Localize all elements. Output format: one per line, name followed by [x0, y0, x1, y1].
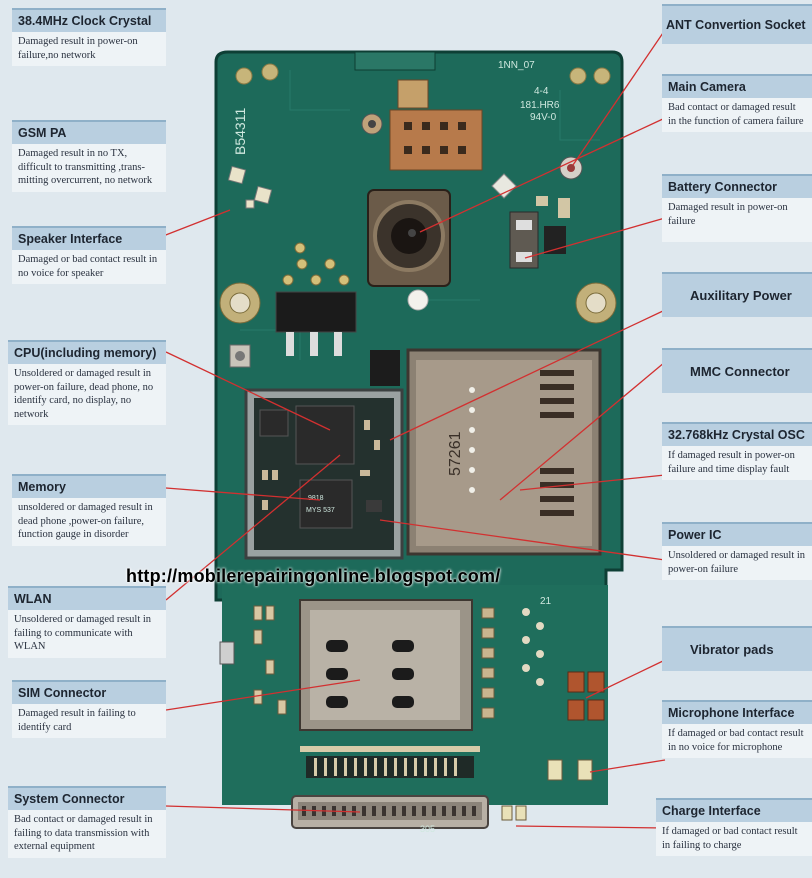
label-desc: Damaged result in no TX, difficult to tr… [12, 144, 166, 192]
leader-line-speaker [157, 209, 231, 239]
label-desc: Bad contact or damaged result in failing… [8, 810, 166, 858]
label-title: CPU(including memory) [8, 340, 166, 364]
label-title: System Connector [8, 786, 166, 810]
chip-text-1: 9818 [308, 495, 324, 502]
label-title: Vibrator pads [662, 626, 812, 671]
leader-line-battery [524, 217, 666, 259]
label-power-ic: Power IC Unsoldered or damaged result in… [662, 522, 812, 580]
label-gsm-pa: GSM PA Damaged result in no TX, difficul… [12, 120, 166, 192]
label-title: Charge Interface [656, 798, 812, 822]
label-title: 38.4MHz Clock Crystal [12, 8, 166, 32]
mmc-text: 57261 [447, 431, 464, 476]
label-aux-power: Auxilitary Power [662, 272, 812, 317]
mic-pads [547, 759, 593, 781]
label-battery-connector: Battery Connector Damaged result in powe… [662, 174, 812, 242]
speaker-copper-block [389, 109, 483, 171]
vibrator-pads [567, 671, 605, 721]
label-title: WLAN [8, 586, 166, 610]
label-title: SIM Connector [12, 680, 166, 704]
leader-line-memory [165, 487, 321, 501]
label-desc: Unsoldered or damaged result in power-on… [8, 364, 166, 425]
top-strip [354, 51, 436, 71]
label-wlan: WLAN Unsoldered or damaged result in fai… [8, 586, 166, 658]
label-ant-socket: ANT Convertion Socket [662, 4, 812, 44]
label-desc: Bad contact or damaged result in the fun… [662, 98, 812, 132]
side-holes [219, 282, 617, 324]
speaker-connector [275, 291, 357, 333]
label-desc: Unsoldered or damaged result in power-on… [662, 546, 812, 580]
label-system-connector: System Connector Bad contact or damaged … [8, 786, 166, 858]
leader-line-wlan [165, 454, 341, 601]
leader-line-vibrator [585, 659, 666, 699]
leader-line-system [165, 805, 361, 813]
leader-line-mic [589, 759, 666, 773]
label-desc: If damaged or bad contact result in fail… [656, 822, 812, 856]
board-code-text: 1NN_07 [498, 60, 535, 71]
label-main-camera: Main Camera Bad contact or damaged resul… [662, 74, 812, 132]
leader-line-powerIC [379, 519, 666, 561]
label-crystal-osc: 32.768kHz Crystal OSC If damaged result … [662, 422, 812, 480]
label-title: Power IC [662, 522, 812, 546]
label-charge-interface: Charge Interface If damaged or bad conta… [656, 798, 812, 856]
label-title: GSM PA [12, 120, 166, 144]
charge-pads [501, 805, 527, 821]
label-desc: Damaged result in power-on failure [662, 198, 812, 242]
label-title: Microphone Interface [662, 700, 812, 724]
label-title: MMC Connector [662, 348, 812, 393]
label-title: ANT Convertion Socket [662, 4, 812, 44]
mount-holes [235, 63, 611, 85]
label-mmc-connector: MMC Connector [662, 348, 812, 393]
label-desc: unsoldered or damaged result in dead pho… [12, 498, 166, 546]
leader-line-osc [519, 474, 666, 491]
label-desc: Damaged result in failing to identify ca… [12, 704, 166, 738]
connector-text: 305 [420, 824, 435, 834]
label-title: Auxilitary Power [662, 272, 812, 317]
leader-line-camera [419, 117, 666, 233]
label-desc: If damaged or bad contact result in no v… [662, 724, 812, 758]
label-title: Main Camera [662, 74, 812, 98]
leader-lines [157, 29, 666, 829]
label-title: Speaker Interface [12, 226, 166, 250]
label-sim-connector: SIM Connector Damaged result in failing … [12, 680, 166, 738]
chip-text-2: MYS 537 [306, 507, 335, 514]
label-title: Memory [12, 474, 166, 498]
label-desc: Damaged or bad contact result in no voic… [12, 250, 166, 284]
board-rating-text: 94V-0 [530, 112, 557, 123]
pin-num-text: 21 [540, 596, 552, 607]
board-part-text: B54311 [232, 108, 248, 155]
board-ul-text: 181.HR6 [520, 100, 560, 111]
label-desc: Damaged result in power-on failure,no ne… [12, 32, 166, 66]
label-vibrator-pads: Vibrator pads [662, 626, 812, 671]
label-desc: Unsoldered or damaged result in failing … [8, 610, 166, 658]
leader-line-aux [389, 309, 666, 441]
label-desc: If damaged result in power-on failure an… [662, 446, 812, 480]
leader-line-charge [515, 825, 666, 829]
label-memory: Memory unsoldered or damaged result in d… [12, 474, 166, 546]
board-rev-text: 4-4 [534, 86, 549, 97]
label-microphone-interface: Microphone Interface If damaged or bad c… [662, 700, 812, 758]
leader-line-cpu [165, 351, 331, 431]
blog-url: http://mobilerepairingonline.blogspot.co… [126, 566, 501, 586]
label-cpu: CPU(including memory) Unsoldered or dama… [8, 340, 166, 425]
leader-line-mmc [499, 361, 666, 501]
label-clock-crystal: 38.4MHz Clock Crystal Damaged result in … [12, 8, 166, 66]
leader-line-sim [165, 679, 361, 711]
label-title: Battery Connector [662, 174, 812, 198]
leader-line-ant [572, 29, 666, 166]
label-speaker-interface: Speaker Interface Damaged or bad contact… [12, 226, 166, 284]
label-title: 32.768kHz Crystal OSC [662, 422, 812, 446]
